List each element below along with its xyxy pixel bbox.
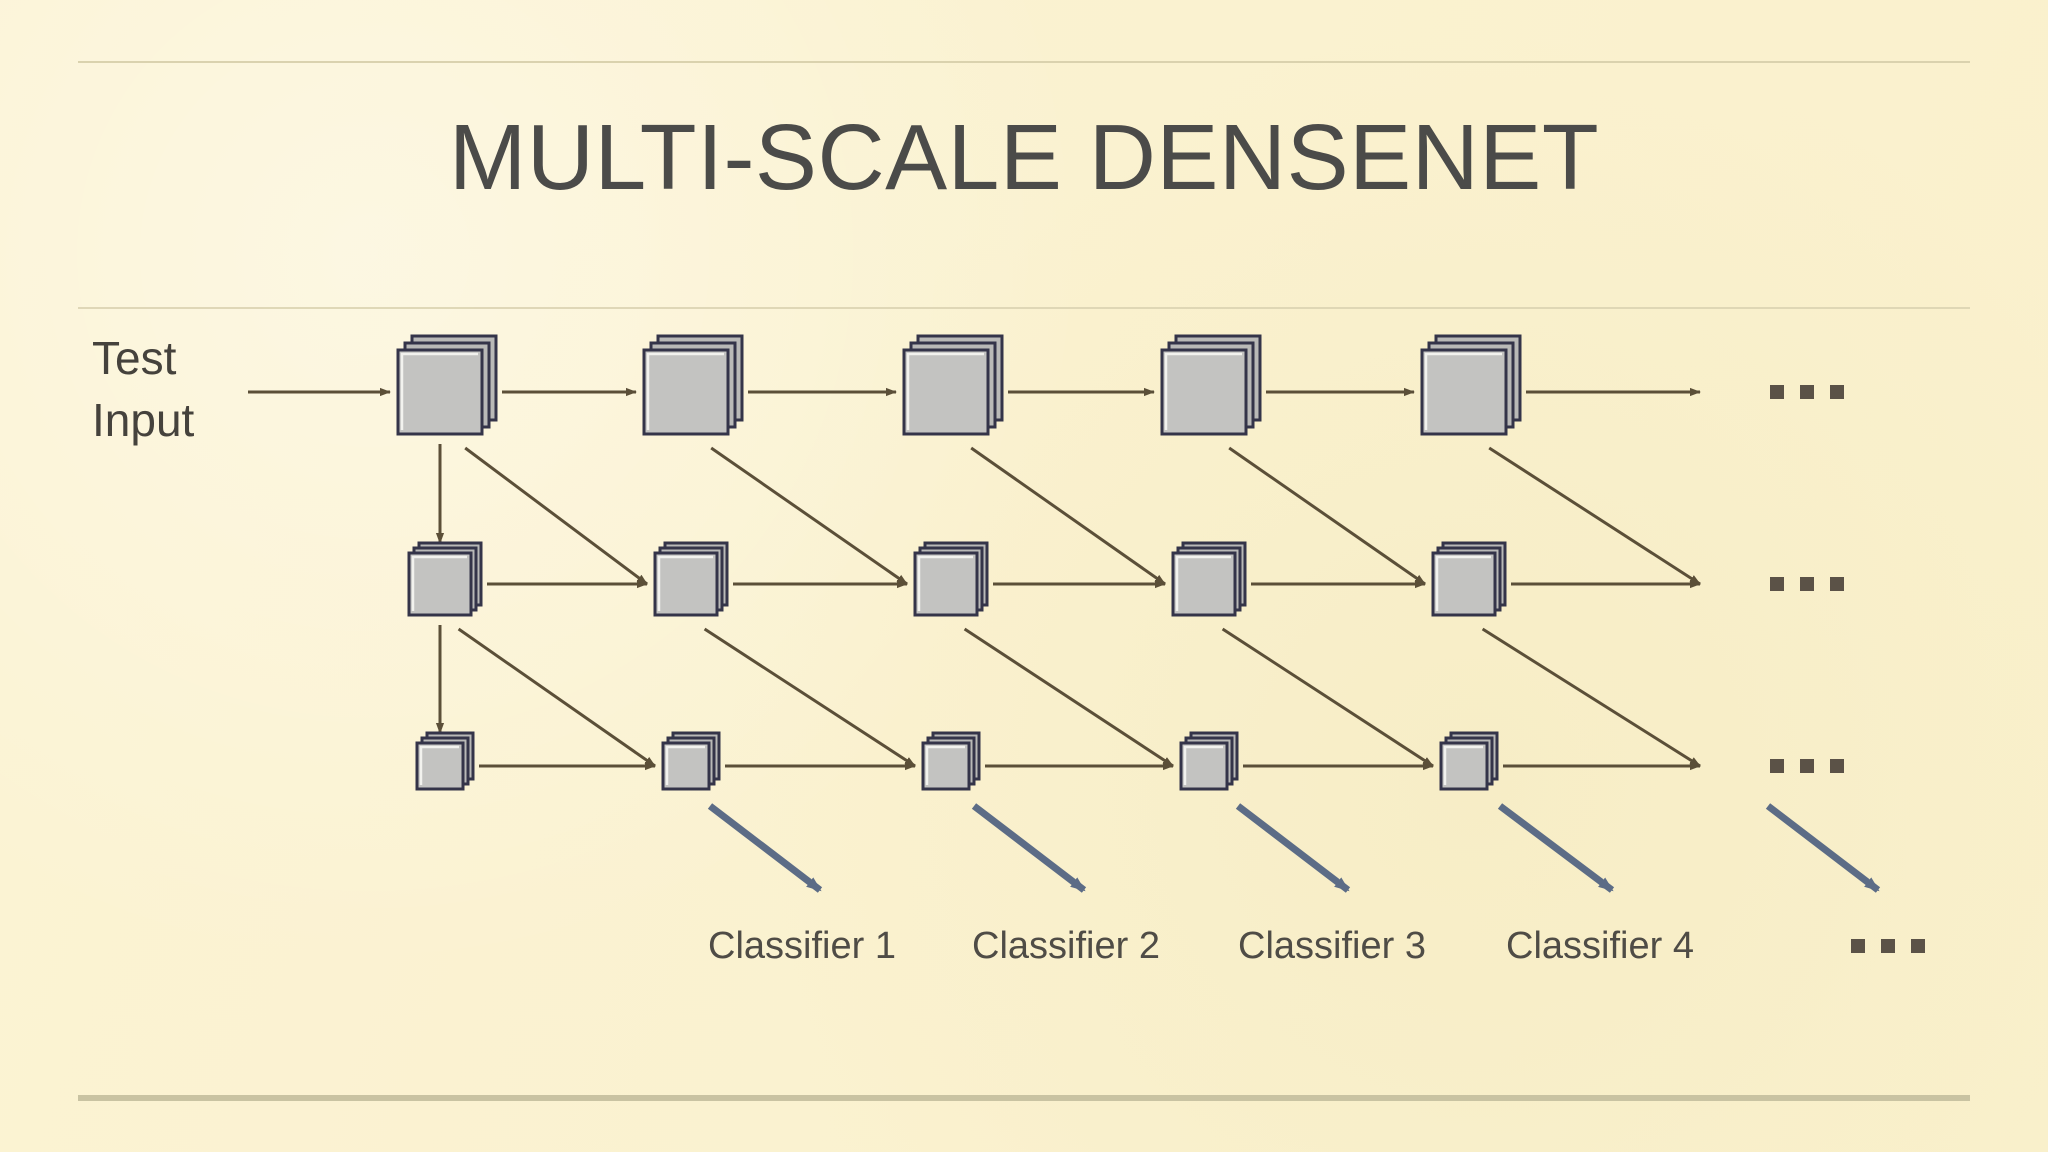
scale-1-block-3 <box>902 334 1004 436</box>
input-label-line2: Input <box>92 394 195 446</box>
scale-1-block-4 <box>1160 334 1262 436</box>
scale-3-ellipsis-dot-1 <box>1770 759 1784 773</box>
classifier-trailing-ellipsis-dot-3 <box>1911 939 1925 953</box>
scale-1-ellipsis <box>1770 385 1844 399</box>
scale-3-highlight-2 <box>665 745 705 785</box>
input-label: Test Input <box>92 332 195 446</box>
scale-3-ellipsis-dot-3 <box>1830 759 1844 773</box>
classifier-trailing-ellipsis-dot-1 <box>1851 939 1865 953</box>
scale-2-highlight-5 <box>1435 555 1491 611</box>
scale-1-block-2 <box>642 334 744 436</box>
scale-3-block-2 <box>661 731 721 791</box>
scale-2-highlight-3 <box>917 555 973 611</box>
scale-2-face-2 <box>653 551 719 617</box>
scale-2-block-4 <box>1171 541 1247 617</box>
scale-3-face-5 <box>1439 741 1489 791</box>
scale-2-block-5 <box>1431 541 1507 617</box>
scale-2-face-1 <box>407 551 473 617</box>
block-layer <box>396 334 1522 791</box>
scale-3-face-4 <box>1179 741 1229 791</box>
scale-2-ellipsis <box>1770 577 1844 591</box>
scale-3-block-4 <box>1179 731 1239 791</box>
scale-2-face-5 <box>1431 551 1497 617</box>
divider-middle <box>78 307 1970 309</box>
scale-2-diagonal-arrow-4 <box>1221 627 1434 768</box>
scale-1-highlight-3 <box>906 352 984 430</box>
scale-2-face-3 <box>913 551 979 617</box>
classifier-arrow-1 <box>707 803 823 893</box>
scale-2-block-2 <box>653 541 729 617</box>
scale-1-ellipsis-dot-3 <box>1830 385 1844 399</box>
scale-2-block-1 <box>407 541 483 617</box>
scale-1-highlight-2 <box>646 352 724 430</box>
scale-3-highlight-5 <box>1443 745 1483 785</box>
scale-3-ellipsis-dot-2 <box>1800 759 1814 773</box>
scale-2-highlight-2 <box>657 555 713 611</box>
scale-1-face-3 <box>902 348 990 436</box>
scale-3-block-1 <box>415 731 475 791</box>
scale-3-highlight-4 <box>1183 745 1223 785</box>
divider-top <box>78 61 1970 63</box>
ellipsis-layer <box>1770 385 1844 773</box>
scale-1-diagonal-arrow-5 <box>1488 446 1701 586</box>
scale-1-ellipsis-dot-1 <box>1770 385 1784 399</box>
scale-1-face-1 <box>396 348 484 436</box>
scale-2-highlight-1 <box>411 555 467 611</box>
classifier-arrow-2 <box>971 803 1087 893</box>
scale-1-highlight-5 <box>1424 352 1502 430</box>
classifier-label-1: Classifier 1 <box>708 925 896 967</box>
scale-2-highlight-4 <box>1175 555 1231 611</box>
scale-1-face-5 <box>1420 348 1508 436</box>
classifier-trailing-ellipsis-dot-2 <box>1881 939 1895 953</box>
scale-3-highlight-1 <box>419 745 459 785</box>
scale-1-diagonal-arrow-2 <box>710 446 908 586</box>
classifier-arrow-3 <box>1235 803 1351 893</box>
scale-2-diagonal-arrow-2 <box>703 627 916 768</box>
scale-1-face-4 <box>1160 348 1248 436</box>
scale-3-face-3 <box>921 741 971 791</box>
input-label-line1: Test <box>92 332 177 384</box>
classifier-label-4: Classifier 4 <box>1506 925 1694 967</box>
scale-2-diagonal-arrow-3 <box>963 627 1174 768</box>
scale-3-ellipsis <box>1770 759 1844 773</box>
page-title: MULTI-SCALE DENSENET <box>448 105 1600 209</box>
scale-3-block-3 <box>921 731 981 791</box>
scale-2-diagonal-arrow-5 <box>1481 627 1701 768</box>
classifier-label-2: Classifier 2 <box>972 925 1160 967</box>
classifier-arrow-4 <box>1497 803 1615 893</box>
scale-2-block-3 <box>913 541 989 617</box>
classifier-layer: Classifier 1 Classifier 2 Classifier 3 Clas… <box>707 803 1925 967</box>
scale-1-diagonal-arrow-4 <box>1228 446 1426 586</box>
scale-2-ellipsis-dot-2 <box>1800 577 1814 591</box>
scale-1-diagonal-arrow-3 <box>970 446 1166 586</box>
scale-2-diagonal-arrow-1 <box>457 627 656 768</box>
scale-1-block-1 <box>396 334 498 436</box>
scale-1-face-2 <box>642 348 730 436</box>
classifier-label-3: Classifier 3 <box>1238 925 1426 967</box>
scale-2-ellipsis-dot-1 <box>1770 577 1784 591</box>
scale-3-block-5 <box>1439 731 1499 791</box>
scale-3-highlight-3 <box>925 745 965 785</box>
classifier-trailing-ellipsis <box>1851 939 1925 953</box>
scale-1-block-5 <box>1420 334 1522 436</box>
classifier-arrow-trailing <box>1765 803 1881 893</box>
scale-1-highlight-1 <box>400 352 478 430</box>
scale-1-ellipsis-dot-2 <box>1800 385 1814 399</box>
edge-layer <box>248 387 1701 771</box>
scale-2-face-4 <box>1171 551 1237 617</box>
divider-bottom <box>78 1095 1970 1101</box>
scale-2-ellipsis-dot-3 <box>1830 577 1844 591</box>
scale-3-face-2 <box>661 741 711 791</box>
scale-3-face-1 <box>415 741 465 791</box>
scale-1-highlight-4 <box>1164 352 1242 430</box>
scale-1-diagonal-arrow-1 <box>464 446 648 586</box>
